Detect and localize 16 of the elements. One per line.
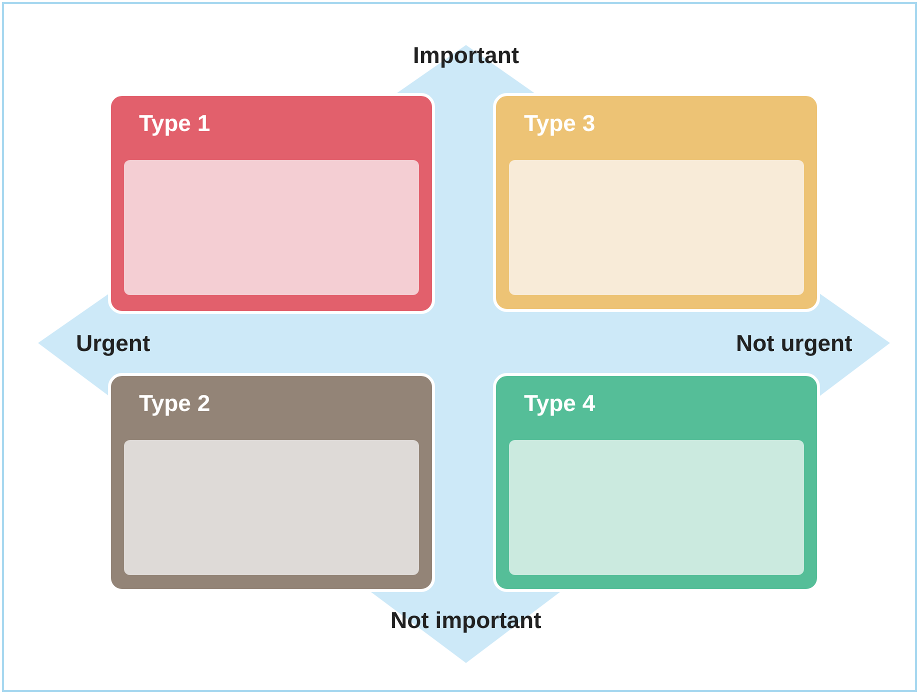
axis-label: Important: [413, 42, 520, 68]
quadrant-title: Type 2: [139, 390, 210, 417]
quadrant-card: [493, 93, 820, 312]
quadrant-card: [108, 373, 435, 592]
axis-label: Not urgent: [736, 330, 852, 356]
axis-label: Urgent: [76, 330, 150, 356]
content-panel: [509, 160, 804, 295]
content-panel: [124, 440, 419, 575]
axis-label: Not important: [390, 606, 542, 634]
content-panel: [509, 440, 804, 575]
quadrant-title: Type 3: [524, 110, 596, 137]
quadrant-card: [108, 93, 435, 314]
quadrant-card: [493, 373, 820, 592]
content-panel: [124, 160, 419, 295]
quadrant-title: Type 4: [524, 390, 596, 417]
quadrant-title: Type 1: [139, 110, 210, 137]
